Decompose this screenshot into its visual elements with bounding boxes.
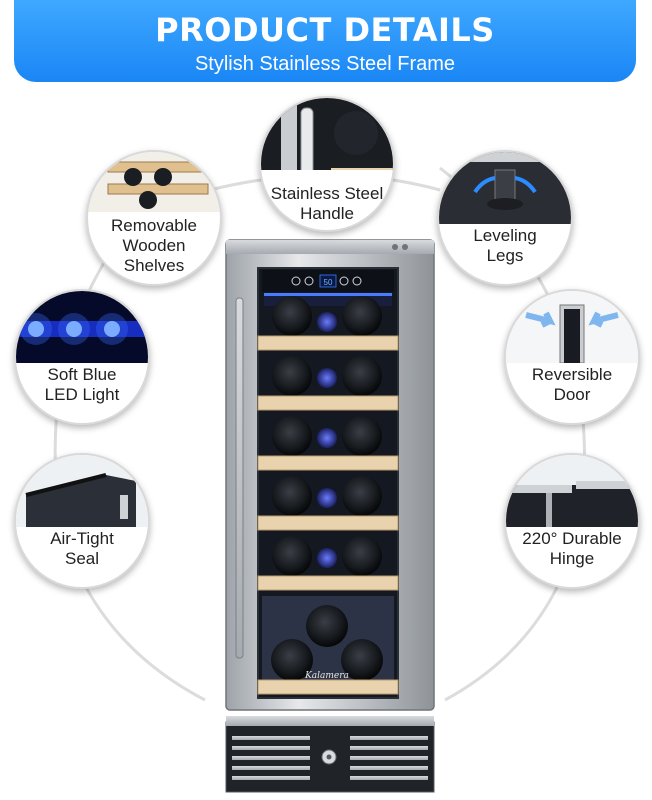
feature-label-line: Leveling (473, 226, 537, 245)
wooden-shelf (257, 575, 399, 591)
leveling-leg-icon (439, 152, 571, 224)
feature-legs: Leveling Legs (437, 150, 573, 286)
handle-icon (261, 98, 393, 170)
feature-label-line: Door (553, 385, 591, 404)
feature-seal: Air-Tight Seal (14, 453, 150, 589)
feature-shelves: Removable Wooden Shelves (86, 150, 222, 286)
feature-label-line: Legs (486, 246, 524, 265)
feature-label-line: Handle (300, 204, 354, 223)
feature-label-line: Shelves (123, 256, 185, 275)
led-icon (16, 291, 148, 363)
feature-label-line: Hinge (549, 549, 595, 568)
shelves-icon (88, 152, 220, 212)
feature-hinge: 220° Durable Hinge (504, 453, 640, 589)
feature-label-line: Wooden (122, 236, 186, 255)
wine-rows (257, 296, 399, 695)
wooden-shelf (257, 679, 399, 695)
door-handle (235, 297, 244, 659)
wooden-shelf (257, 335, 399, 351)
feature-label-line: Soft Blue (47, 365, 117, 384)
seal-icon (16, 455, 148, 527)
hinge-icon (506, 455, 638, 527)
header-banner: PRODUCT DETAILS Stylish Stainless Steel … (14, 0, 636, 82)
wooden-shelf (257, 395, 399, 411)
feature-handle: Stainless Steel Handle (259, 96, 395, 232)
temperature-display (319, 274, 337, 288)
feature-label-line: Seal (64, 549, 100, 568)
brand-logo: Kalamera (304, 671, 349, 681)
reversible-door-icon (506, 291, 638, 363)
feature-label-line: Stainless Steel (270, 184, 384, 203)
feature-label-line: Air-Tight (50, 529, 114, 548)
led-strip (264, 293, 392, 296)
feature-label-line: Reversible (531, 365, 613, 384)
wooden-shelf (257, 455, 399, 471)
page-subtitle: Stylish Stainless Steel Frame (194, 53, 456, 75)
page-title: PRODUCT DETAILS (155, 11, 495, 49)
feature-label-line: 220° Durable (522, 529, 622, 548)
feature-door: Reversible Door (504, 289, 640, 425)
fridge-top-cap (226, 240, 434, 254)
feature-label-line: LED Light (44, 385, 120, 404)
wooden-shelf (257, 515, 399, 531)
temperature-readout: 50 (324, 278, 333, 287)
feature-label-line: Removable (111, 216, 197, 235)
feature-led: Soft Blue LED Light (14, 289, 150, 425)
